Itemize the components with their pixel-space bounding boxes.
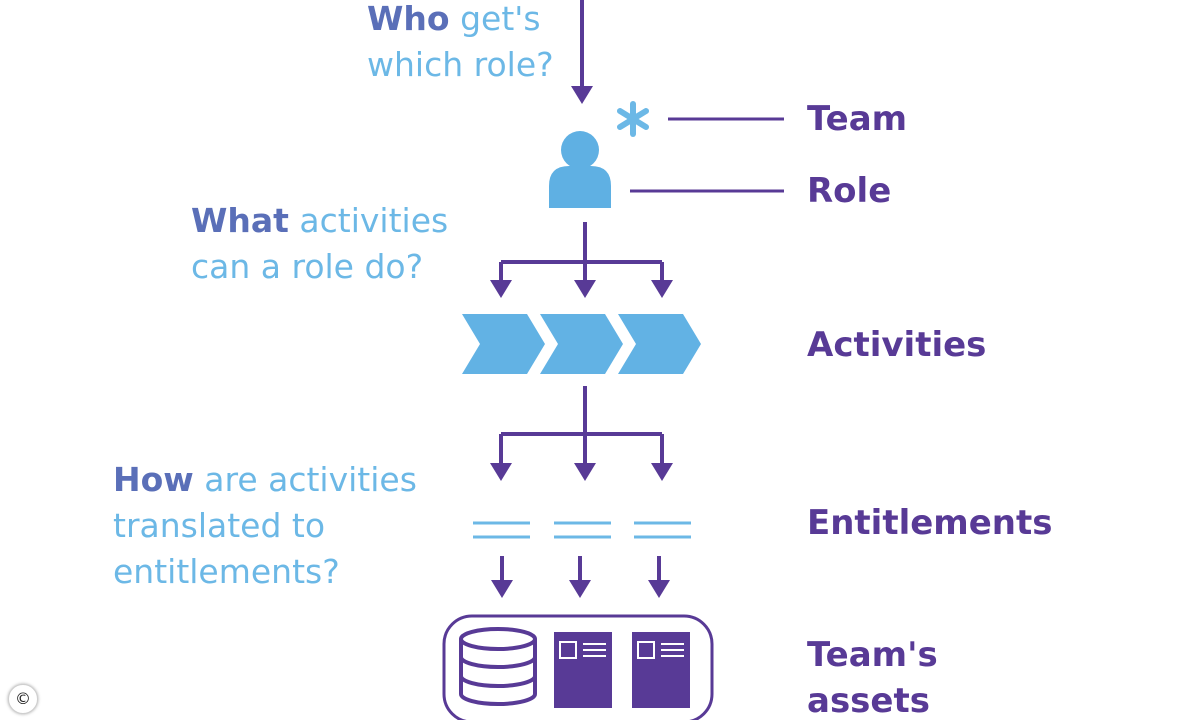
arrows-to-assets (491, 556, 670, 598)
branch-arrowheads-2 (490, 463, 673, 481)
question-lead: Who (367, 0, 450, 38)
question-text: entitlements? (113, 552, 340, 591)
label-team-assets-line-1: Team's (807, 635, 938, 675)
question-text: can a role do? (191, 247, 424, 286)
branch-arrowheads-1 (490, 280, 673, 298)
asterisk-icon (617, 101, 649, 137)
question-how-translated: How are activities translated to entitle… (113, 457, 417, 595)
label-team-assets-line-2: assets (807, 681, 930, 721)
question-text: are activities (193, 460, 417, 499)
label-role: Role (807, 171, 892, 211)
label-team-assets: Team's assets (807, 632, 1027, 724)
database-icon (459, 627, 537, 706)
person-icon (549, 131, 611, 208)
question-text: which role? (367, 45, 554, 84)
question-what-activities: What activities can a role do? (191, 198, 448, 290)
label-team: Team (807, 99, 908, 139)
question-lead: How (113, 460, 194, 499)
branch-role-to-activities (499, 222, 664, 282)
question-text: get's (449, 0, 541, 38)
double-line-icon (473, 521, 691, 539)
assets-container (442, 614, 714, 720)
document-icon (632, 632, 690, 708)
document-icon (554, 632, 612, 708)
question-who-gets-role: Who get's which role? (367, 0, 554, 88)
question-text: activities (288, 201, 449, 240)
label-entitlements: Entitlements (807, 503, 1053, 543)
copyright-badge: © (8, 684, 38, 714)
question-text: translated to (113, 506, 326, 545)
arrow-into-role (571, 0, 593, 104)
chevron-process-icon (462, 314, 701, 374)
question-lead: What (191, 201, 289, 240)
branch-activities-to-entitlements (499, 386, 664, 465)
label-activities: Activities (807, 325, 987, 365)
